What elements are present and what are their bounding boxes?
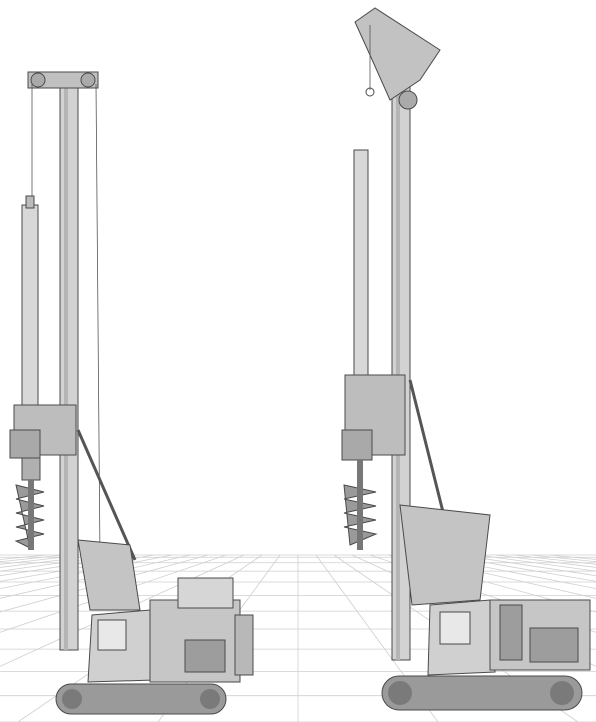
- right-drilling-rig: [341, 7, 591, 711]
- left-drilling-rig: [9, 71, 254, 715]
